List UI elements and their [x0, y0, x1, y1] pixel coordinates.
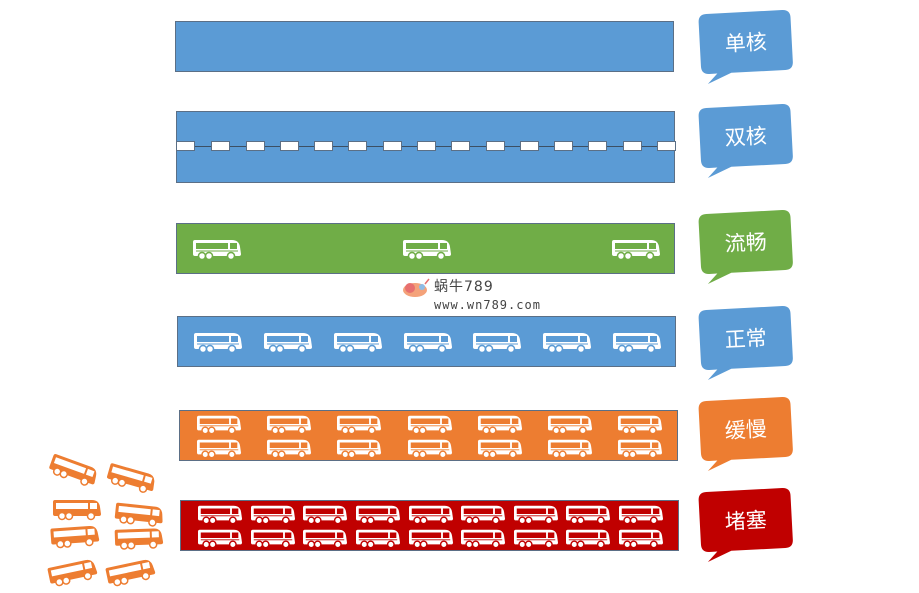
bus-icon: [332, 330, 384, 358]
lane-divider-dash: [382, 141, 402, 151]
bus-icon: [475, 437, 525, 463]
bus-icon: [475, 413, 525, 439]
bus-icon: [401, 237, 453, 265]
lane-smooth: [176, 223, 675, 274]
lane-slow: [179, 410, 678, 461]
watermark-brand: 蜗牛789: [434, 279, 494, 295]
bus-icon: [405, 413, 455, 439]
lane-jam: [180, 500, 679, 551]
lane-divider-dash: [279, 141, 299, 151]
lane-divider-dash: [417, 141, 436, 151]
bus-icon: [402, 330, 454, 358]
bus-icon: [353, 527, 403, 553]
lane-divider-dash: [554, 141, 574, 151]
bus-icon: [103, 460, 159, 501]
bus-icon: [545, 437, 595, 463]
bus-icon: [49, 522, 101, 553]
lane-divider-dash: [657, 141, 676, 151]
bus-icon: [191, 237, 243, 265]
bus-icon: [248, 503, 298, 529]
label-bubble-normal: 正常: [698, 306, 794, 381]
bus-icon: [406, 527, 456, 553]
bus-icon: [471, 330, 523, 358]
lane-divider-dash: [245, 141, 265, 151]
bus-icon: [563, 503, 613, 529]
bus-icon: [353, 503, 403, 529]
bus-icon: [511, 527, 561, 553]
lane-label: 堵塞: [724, 507, 768, 535]
lane-divider-dash: [485, 141, 505, 151]
bus-icon: [248, 527, 298, 553]
bus-icon: [458, 503, 508, 529]
bus-icon: [192, 330, 244, 358]
lane-label: 缓慢: [724, 416, 768, 444]
lane-divider-dash: [622, 141, 642, 151]
snail-logo-icon: [403, 278, 430, 297]
lane-dual: [176, 111, 676, 183]
bus-icon: [458, 527, 508, 553]
lane-divider-dash: [519, 141, 539, 151]
bus-icon: [300, 503, 350, 529]
bus-icon: [334, 437, 384, 463]
lane-divider-dash: [588, 141, 608, 151]
label-bubble-jam: 堵塞: [698, 488, 794, 563]
watermark-url: www.wn789.com: [434, 298, 541, 312]
bus-icon: [300, 527, 350, 553]
bus-icon: [615, 437, 665, 463]
label-bubble-slow: 缓慢: [698, 397, 794, 472]
lane-divider-dash: [314, 141, 334, 151]
bus-icon: [406, 503, 456, 529]
label-bubble-smooth: 流畅: [698, 210, 794, 285]
bus-icon: [264, 437, 314, 463]
bus-icon: [264, 413, 314, 439]
label-bubble-single: 单核: [698, 10, 794, 85]
watermark: 蜗牛789 www.wn789.com: [398, 276, 540, 316]
bus-icon: [262, 330, 314, 358]
bus-icon: [610, 237, 662, 265]
bus-icon: [114, 525, 165, 555]
bus-icon: [405, 437, 455, 463]
lane-label: 双核: [724, 123, 768, 151]
lane-label: 流畅: [724, 229, 768, 257]
bus-icon: [615, 413, 665, 439]
bus-icon: [195, 503, 245, 529]
bus-icon: [616, 527, 666, 553]
bus-icon: [334, 413, 384, 439]
bus-icon: [195, 527, 245, 553]
lane-divider-dash: [348, 141, 368, 151]
lane-divider-dash: [176, 141, 195, 151]
bus-icon: [45, 450, 102, 493]
bus-icon: [545, 413, 595, 439]
bus-icon: [563, 527, 613, 553]
bus-icon: [541, 330, 593, 358]
lane-label: 单核: [724, 29, 768, 57]
lane-divider-dash: [451, 141, 471, 151]
bus-icon: [611, 330, 663, 358]
lane-divider-dash: [211, 141, 231, 151]
lane-single: [175, 21, 674, 72]
bus-icon: [52, 497, 102, 525]
bus-icon: [104, 555, 159, 593]
bus-icon: [194, 413, 244, 439]
bus-icon: [113, 499, 166, 532]
label-bubble-dual: 双核: [698, 104, 794, 179]
lane-normal: [177, 316, 676, 367]
bus-icon: [194, 437, 244, 463]
bus-icon: [616, 503, 666, 529]
lane-label: 正常: [724, 325, 768, 353]
bus-icon: [46, 555, 101, 593]
bus-icon: [511, 503, 561, 529]
